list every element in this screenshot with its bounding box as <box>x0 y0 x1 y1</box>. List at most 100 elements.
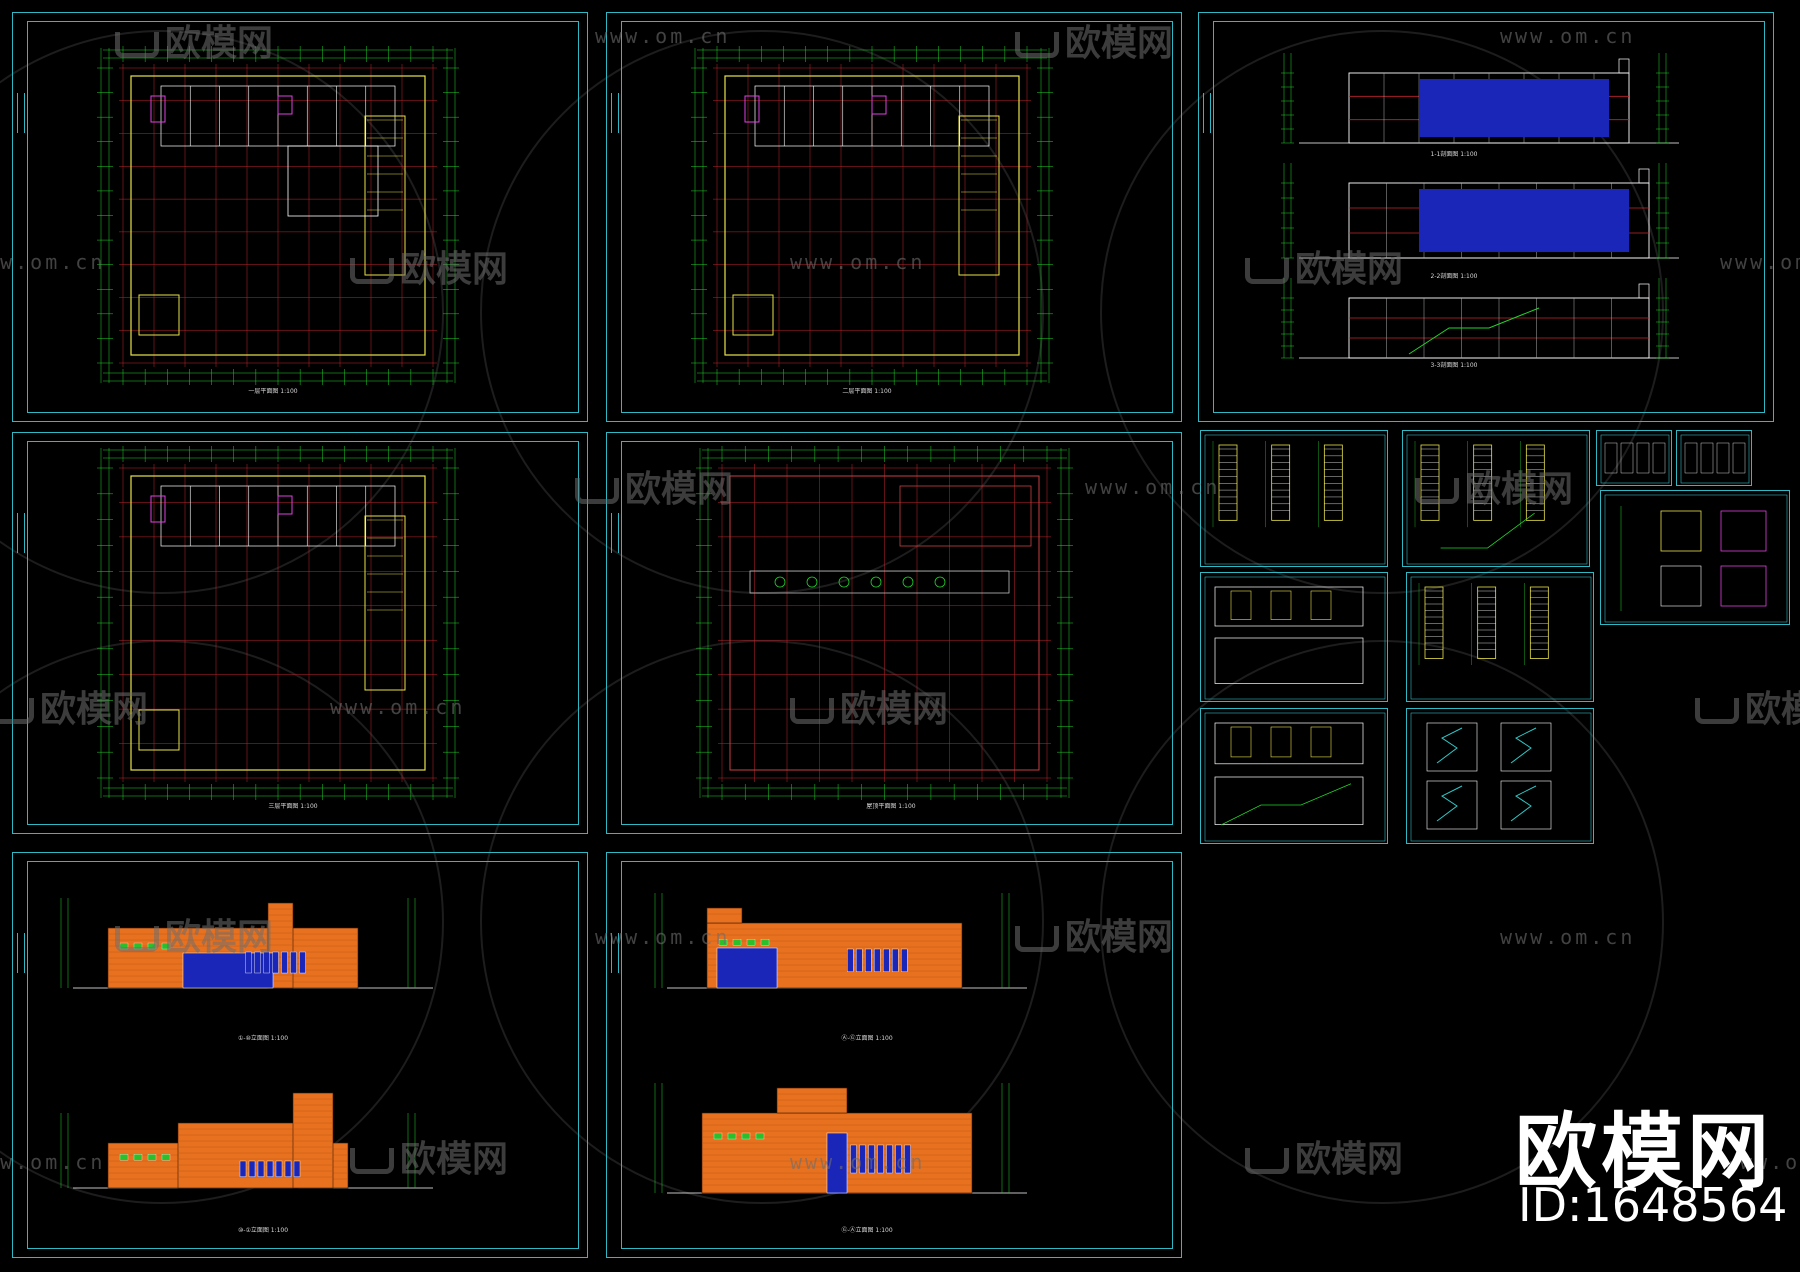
drawing-caption: 一层平面图 1:100 <box>248 388 298 395</box>
glass-curtain-wall <box>716 947 778 989</box>
signage-label <box>760 939 770 946</box>
elevation-caption: Ⓖ-Ⓐ立面图 1:100 <box>841 1227 893 1234</box>
watermark-url: www.om.cn <box>790 250 926 274</box>
stair-run <box>1408 307 1540 355</box>
sheet-roof-plan: 屋顶平面图 1:100 <box>606 432 1182 834</box>
stair-flight <box>1510 727 1537 764</box>
plan-walls <box>724 75 1020 356</box>
stair-flight <box>1510 785 1537 822</box>
plan-grid <box>97 46 459 385</box>
window <box>257 1160 265 1177</box>
window <box>245 951 252 974</box>
watermark-url: www.om.cn <box>1725 1150 1800 1174</box>
title-strip <box>17 513 25 553</box>
sheet-border <box>1213 21 1765 413</box>
detail-thumbnail <box>1716 442 1730 474</box>
sofa-icon <box>1245 1148 1289 1174</box>
window <box>272 951 279 974</box>
rooftop-vent <box>774 576 786 588</box>
detail-drawing <box>1600 434 1670 484</box>
drawing-caption: 屋顶平面图 1:100 <box>866 803 916 810</box>
signage-label <box>161 1154 171 1161</box>
title-strip <box>611 93 619 133</box>
elevations-a-drawing <box>60 898 433 1189</box>
detail-drawing <box>1410 576 1592 700</box>
roof-parapet <box>1618 58 1630 74</box>
sheet-third-floor-plan: 三层平面图 1:100 <box>12 432 588 834</box>
window <box>239 1160 247 1177</box>
brand-id: ID:1648564 <box>1518 1178 1788 1232</box>
wall-panel <box>1310 590 1332 620</box>
title-strip <box>611 513 619 553</box>
stair-flight <box>1436 785 1463 822</box>
plan-grid <box>696 446 1073 800</box>
detail-border <box>1410 712 1592 842</box>
detail-thumbnail <box>1732 442 1746 474</box>
sheet-border <box>621 441 1173 825</box>
title-strip <box>1203 93 1211 133</box>
signage-label <box>755 1132 765 1140</box>
restroom-block <box>744 95 760 123</box>
sections-drawing <box>1281 53 1679 359</box>
wall-panel <box>1270 590 1292 620</box>
detail-drawing <box>1204 434 1386 565</box>
facade-block <box>776 1087 848 1114</box>
stair-plan <box>1525 444 1545 521</box>
stair-plan <box>1218 444 1238 521</box>
detail-thumbnail <box>1700 442 1714 474</box>
signage-label <box>147 942 157 950</box>
detail-border <box>1204 434 1386 565</box>
stair-detail <box>1426 722 1478 772</box>
window <box>859 1144 866 1174</box>
plan-grid <box>97 446 459 800</box>
section-caption: 2-2剖面图 1:100 <box>1430 273 1478 280</box>
detail-border <box>1410 576 1592 700</box>
facade-block <box>177 1122 299 1189</box>
rooftop-vent <box>902 576 914 588</box>
plan-walls <box>729 475 1040 771</box>
roof-raised-volume <box>899 485 1032 547</box>
detail-border <box>1600 434 1670 484</box>
window <box>281 951 288 974</box>
third-floor-plan-drawing <box>97 446 459 800</box>
rooftop-equipment <box>749 570 1010 594</box>
section-caption: 3-3剖面图 1:100 <box>1430 362 1478 369</box>
watermark-url: www.om.cn <box>595 925 731 949</box>
signage-label <box>133 942 143 950</box>
window <box>263 951 270 974</box>
window <box>895 1144 902 1174</box>
window <box>254 951 261 974</box>
rooftop-vent <box>870 576 882 588</box>
glazing-fill <box>1419 79 1609 137</box>
watermark-logo: 欧模网 <box>1695 680 1800 732</box>
title-strip <box>17 933 25 973</box>
sofa-icon <box>1695 698 1739 724</box>
stair-plan <box>1529 586 1549 659</box>
window <box>275 1160 283 1177</box>
wall-elevation <box>1214 586 1364 627</box>
stair-core <box>138 294 180 336</box>
restroom-block <box>277 495 293 515</box>
window <box>248 1160 256 1177</box>
elevations-b-drawing <box>654 893 1027 1194</box>
signage-label <box>746 939 756 946</box>
stair-core <box>958 115 1000 276</box>
signage-label <box>727 1132 737 1140</box>
window <box>299 951 306 974</box>
sheet-elevations-b: Ⓐ-Ⓖ立面图 1:100 Ⓖ-Ⓐ立面图 1:100 <box>606 852 1182 1258</box>
signage-label <box>732 939 742 946</box>
window <box>883 948 890 972</box>
exterior-wall <box>130 75 426 356</box>
watermark-logo: 欧模网 <box>1245 1130 1403 1182</box>
wall-elevation <box>1214 637 1364 684</box>
detail-thumbnail <box>1604 442 1618 474</box>
rooftop-vent <box>806 576 818 588</box>
window <box>284 1160 292 1177</box>
detail-drawing <box>1410 712 1592 842</box>
detail-drawing <box>1204 576 1386 700</box>
detail-sheet <box>1200 572 1388 702</box>
plan-walls <box>130 75 426 356</box>
rooftop-vent <box>934 576 946 588</box>
watermark-url: www.om.cn <box>595 24 731 48</box>
signage-label <box>147 1154 157 1161</box>
